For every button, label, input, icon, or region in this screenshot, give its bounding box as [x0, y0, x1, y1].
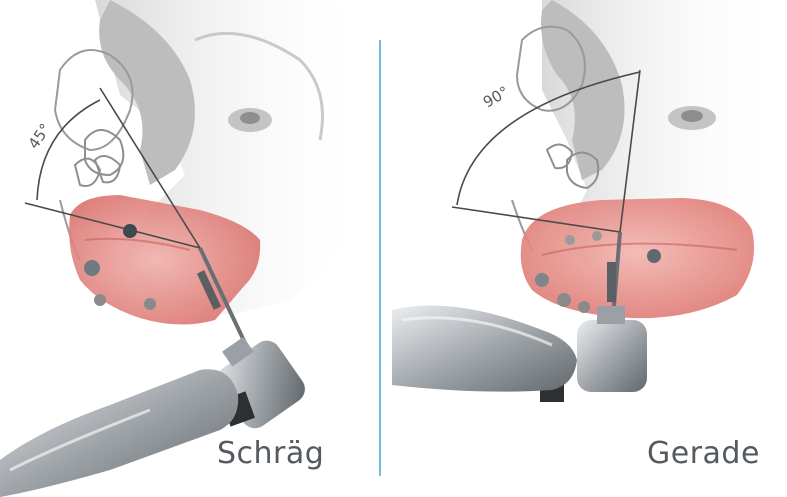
implant-site	[94, 294, 106, 306]
panel-oblique: 45° Schräg	[0, 0, 378, 497]
implant-site	[565, 235, 575, 245]
implant-site	[578, 301, 590, 313]
panel-divider	[379, 40, 381, 476]
implant-site	[592, 231, 602, 241]
caption-oblique: Schräg	[217, 436, 324, 471]
angle-label-90: 90°	[480, 83, 512, 112]
implant-site	[84, 260, 100, 276]
straight-illustration: 90°	[392, 0, 787, 497]
implant-site	[144, 298, 156, 310]
gum-maxilla	[521, 198, 754, 318]
caption-straight: Gerade	[647, 436, 760, 471]
implant-site	[557, 293, 571, 307]
implant-site	[535, 273, 549, 287]
panel-straight: 90° Gerade	[392, 0, 787, 497]
oblique-illustration: 45°	[0, 0, 378, 497]
implant-site	[647, 249, 661, 263]
